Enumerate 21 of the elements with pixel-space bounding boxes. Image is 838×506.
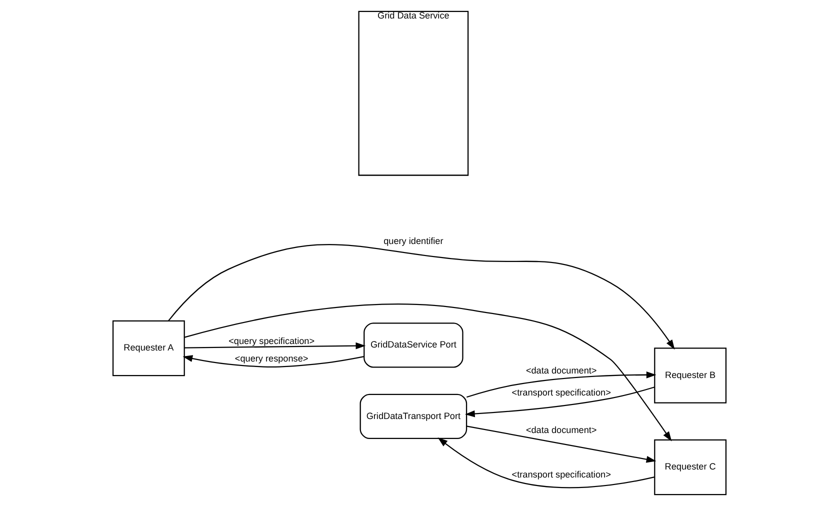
node-box: Requester A (112, 320, 184, 376)
edge-label: query identifier (383, 236, 443, 246)
node-box: Requester C (654, 439, 726, 496)
node-box: GridDataTransport Port (359, 394, 467, 440)
edge-label: <query specification> (228, 336, 314, 346)
node-box: Requester B (654, 348, 726, 404)
arrow (466, 371, 656, 398)
edge-label: <data document> (525, 424, 596, 435)
arrow (466, 426, 656, 463)
arrow (464, 386, 654, 418)
node-box: Grid Data Service (358, 10, 468, 176)
arrow (184, 342, 366, 350)
arrow (437, 438, 654, 488)
edge-label: <query response> (234, 354, 308, 364)
arrow (182, 355, 364, 368)
edge-label: <transport specification> (511, 388, 610, 398)
arrow (168, 244, 674, 350)
arrow (184, 304, 672, 442)
node-box: GridDataService Port (363, 322, 463, 368)
edge-label: <data document> (525, 366, 596, 376)
edge-label: <transport specification> (511, 470, 610, 480)
